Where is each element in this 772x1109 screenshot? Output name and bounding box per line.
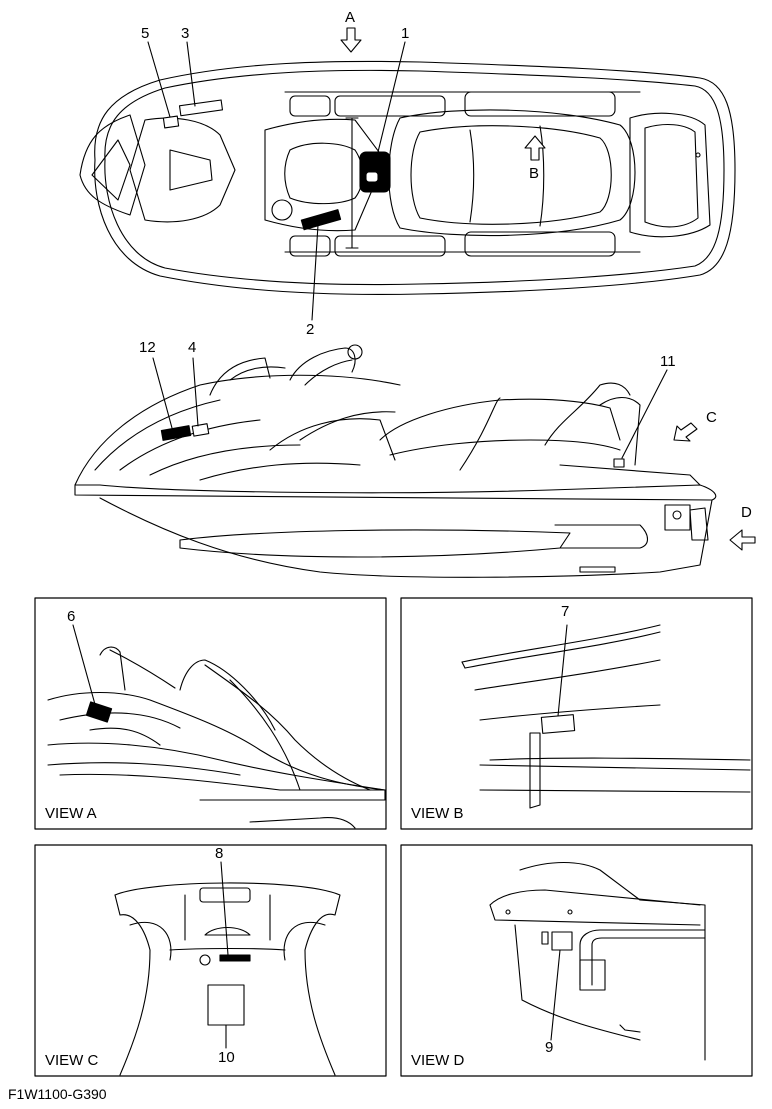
callout-3: 3 [181,25,190,42]
view-a-drawing [47,624,386,829]
callout-4: 4 [188,339,197,356]
view-c-drawing [114,861,341,1076]
side-view-drawing [74,344,756,578]
view-d-drawing [489,861,706,1061]
view-a-frame [34,597,387,830]
figure-code: F1W1100-G390 [8,1086,107,1102]
callout-9: 9 [545,1039,554,1056]
view-c-label: VIEW C [45,1052,99,1069]
arrow-a-label: A [345,9,356,26]
callout-2: 2 [306,321,315,338]
view-a-label: VIEW A [45,805,97,822]
view-b-frame [400,597,753,830]
view-d-frame [400,844,753,1077]
callout-8: 8 [215,845,224,862]
callout-6: 6 [67,608,76,625]
callout-11: 11 [660,353,676,370]
callout-1: 1 [401,25,410,42]
view-b-drawing [461,624,751,809]
callout-10: 10 [218,1049,235,1066]
callout-12: 12 [139,339,156,356]
top-view-drawing [79,27,736,321]
view-b-label: VIEW B [411,805,464,822]
arrow-d-label: D [741,504,752,521]
view-c-frame [34,844,387,1077]
callout-7: 7 [561,603,570,620]
arrow-b-label: B [529,165,540,182]
view-d-label: VIEW D [411,1052,465,1069]
arrow-c-label: C [706,409,717,426]
callout-5: 5 [141,25,150,42]
